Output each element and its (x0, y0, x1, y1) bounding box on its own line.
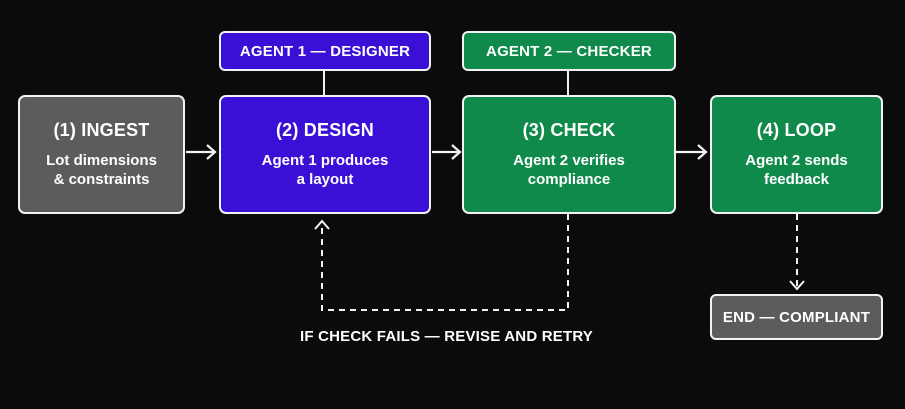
retry-loop-arrow (314, 214, 569, 311)
step-design-title: (2) DESIGN (275, 120, 374, 140)
arrow-loop-to-end (789, 214, 805, 291)
end-compliant-box: END — COMPLIANT (710, 294, 883, 340)
step-ingest-box: (1) INGEST Lot dimensions & constraints (18, 95, 185, 214)
arrow-design-to-check (432, 144, 462, 160)
step-loop-box: (4) LOOP Agent 2 sends feedback (710, 95, 883, 214)
step-ingest-desc: Lot dimensions & constraints (46, 152, 157, 188)
step-check-title: (3) CHECK (522, 120, 616, 140)
agent-designer-tag: AGENT 1 — DESIGNER (219, 31, 431, 71)
step-check-desc: Agent 2 verifies compliance (513, 152, 625, 188)
step-loop-title: (4) LOOP (756, 120, 837, 140)
arrow-check-to-loop (676, 144, 708, 160)
retry-caption: IF CHECK FAILS — REVISE AND RETRY (300, 328, 594, 345)
step-design-desc: Agent 1 produces a layout (261, 152, 389, 188)
agent-checker-tag: AGENT 2 — CHECKER (462, 31, 676, 71)
step-loop-desc: Agent 2 sends feedback (745, 152, 848, 188)
step-check-box: (3) CHECK Agent 2 verifies compliance (462, 95, 676, 214)
step-design-box: (2) DESIGN Agent 1 produces a layout (219, 95, 431, 214)
step-ingest-title: (1) INGEST (53, 120, 150, 140)
arrow-ingest-to-design (186, 144, 217, 160)
